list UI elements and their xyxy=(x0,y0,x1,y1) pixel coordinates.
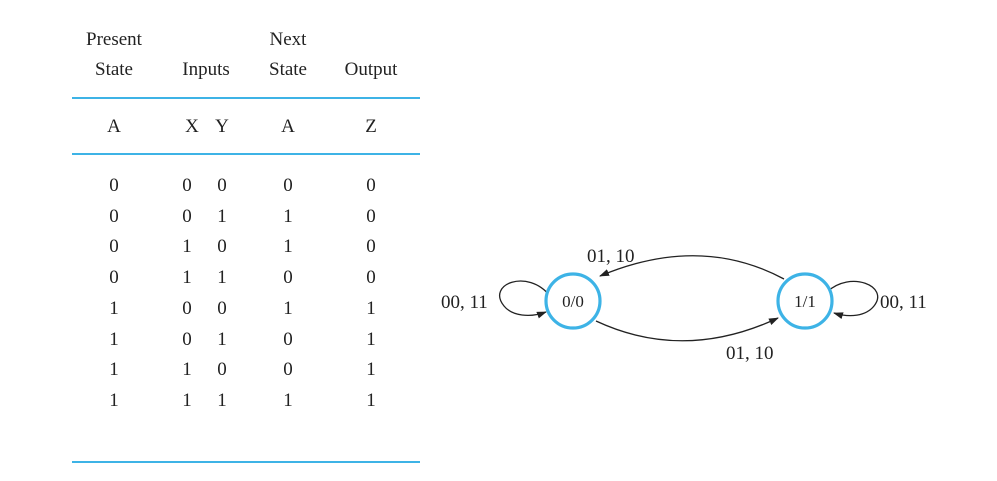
table-cell: 1 xyxy=(283,297,293,319)
table-cell: 0 xyxy=(366,205,376,227)
table-cell: 0 xyxy=(182,175,192,196)
table-cell: 0 xyxy=(366,175,376,196)
table-cell: 0 xyxy=(283,175,293,196)
table-cell: 1 xyxy=(109,389,119,411)
table-cell: 1 xyxy=(366,359,376,381)
state-node-s1 xyxy=(776,272,834,330)
table-cell: 0 xyxy=(217,359,227,381)
table-cell: 0 xyxy=(217,175,227,196)
edge-label-s1-to-s0: 01, 10 xyxy=(587,246,635,267)
column-heading: X xyxy=(185,116,199,137)
table-cell: 1 xyxy=(217,205,227,227)
table-cell: 0 xyxy=(217,236,227,258)
table-cell: 1 xyxy=(182,267,192,289)
table-cell: 1 xyxy=(283,205,293,227)
table-cell: 1 xyxy=(182,359,192,381)
table-cell: 1 xyxy=(217,267,227,289)
table-bottom-rule xyxy=(72,461,420,463)
table-cell: 1 xyxy=(366,389,376,411)
table-cell: 0 xyxy=(283,359,293,381)
table-cell: 1 xyxy=(182,236,192,258)
self-loop-s1 xyxy=(826,280,879,320)
self-loop-s0 xyxy=(499,280,551,319)
table-cell: 0 xyxy=(109,236,119,258)
column-heading: A xyxy=(107,116,121,137)
edge-s0-to-s1 xyxy=(595,317,779,342)
table-header-rule xyxy=(72,153,420,155)
table-cell: 0 xyxy=(182,205,192,227)
state-node-s0 xyxy=(544,272,602,330)
table-cell: 0 xyxy=(366,267,376,289)
column-heading: Y xyxy=(215,116,229,137)
header-output: Output xyxy=(344,59,398,80)
state-node-label-s1: 1/1 xyxy=(794,292,816,311)
header-present-line1: Present xyxy=(86,29,142,50)
table-cell: 1 xyxy=(217,389,227,411)
table-cell: 1 xyxy=(217,328,227,350)
table-cell: 1 xyxy=(109,297,119,319)
edge-s1-to-s0 xyxy=(599,255,785,280)
table-cell: 1 xyxy=(182,389,192,411)
table-cell: 1 xyxy=(366,328,376,350)
table-top-rule xyxy=(72,97,420,99)
header-present-line2: State xyxy=(95,59,133,80)
self-loop-label-s1: 00, 11 xyxy=(880,292,927,313)
table-cell: 1 xyxy=(283,389,293,411)
header-next-line2: State xyxy=(269,59,307,80)
table-cell: 0 xyxy=(182,328,192,350)
header-inputs: Inputs xyxy=(182,59,230,80)
self-loop-label-s0: 00, 11 xyxy=(441,292,488,313)
table-cell: 0 xyxy=(283,267,293,289)
state-node-label-s0: 0/0 xyxy=(562,292,584,311)
table-cell: 1 xyxy=(109,328,119,350)
table-cell: 0 xyxy=(283,328,293,350)
table-cell: 0 xyxy=(366,236,376,258)
table-cell: 0 xyxy=(182,297,192,319)
table-cell: 0 xyxy=(109,267,119,289)
header-next-line1: Next xyxy=(269,29,307,50)
table-cell: 1 xyxy=(366,297,376,319)
table-cell: 0 xyxy=(109,175,119,196)
table-cell: 0 xyxy=(109,205,119,227)
edge-label-s0-to-s1: 01, 10 xyxy=(726,343,774,364)
table-cell: 0 xyxy=(217,297,227,319)
table-cell: 1 xyxy=(283,236,293,258)
table-cell: 1 xyxy=(109,359,119,381)
column-heading: A xyxy=(281,116,295,137)
column-heading: Z xyxy=(365,116,377,137)
